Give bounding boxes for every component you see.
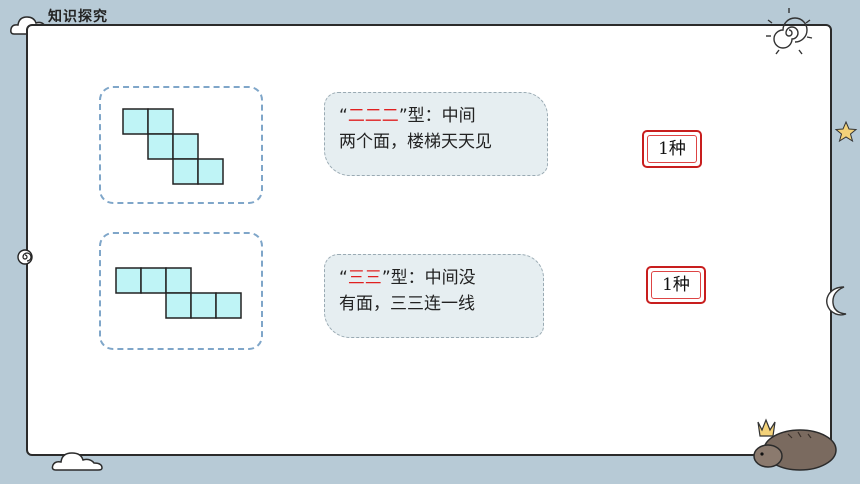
moon-icon bbox=[826, 286, 847, 316]
sun-spiral-icon bbox=[766, 8, 813, 55]
quote-open: “ bbox=[339, 268, 348, 288]
description-bubble-1: “二二二”型：中间 两个面，楼梯天天见 bbox=[324, 92, 548, 176]
net-cell bbox=[165, 292, 192, 319]
net-cell bbox=[197, 158, 224, 185]
net-cell bbox=[172, 158, 199, 185]
net-cell bbox=[215, 292, 242, 319]
page-title: 知识探究 bbox=[48, 9, 108, 25]
net-cell bbox=[147, 133, 174, 160]
net-cell bbox=[165, 267, 192, 294]
net-cell bbox=[147, 108, 174, 135]
cube-net-diagram-2 bbox=[115, 267, 242, 319]
description-line1: ”型：中间 bbox=[398, 106, 476, 126]
description-line2: 有面，三三连一线 bbox=[339, 294, 475, 314]
net-cell bbox=[115, 267, 142, 294]
description-line1: ”型：中间没 bbox=[381, 268, 476, 288]
highlight-text: 二二二 bbox=[347, 106, 399, 126]
count-stamp-1: 1种 bbox=[642, 130, 702, 168]
description-line2: 两个面，楼梯天天见 bbox=[339, 132, 492, 152]
net-panel-1 bbox=[99, 86, 263, 204]
highlight-text: 三三 bbox=[347, 268, 382, 288]
hedgehog-icon bbox=[753, 418, 837, 471]
description-bubble-2: “三三”型：中间没 有面，三三连一线 bbox=[324, 254, 544, 338]
net-cell bbox=[190, 292, 217, 319]
net-cell bbox=[140, 267, 167, 294]
net-cell bbox=[172, 133, 199, 160]
net-cell bbox=[122, 108, 149, 135]
net-panel-2 bbox=[99, 232, 263, 350]
count-stamp-2: 1种 bbox=[646, 266, 706, 304]
star-icon bbox=[834, 120, 858, 143]
spiral-icon bbox=[17, 249, 33, 265]
quote-open: “ bbox=[339, 106, 348, 126]
cube-net-diagram-1 bbox=[122, 108, 224, 185]
cloud-icon-bottom bbox=[51, 452, 103, 471]
